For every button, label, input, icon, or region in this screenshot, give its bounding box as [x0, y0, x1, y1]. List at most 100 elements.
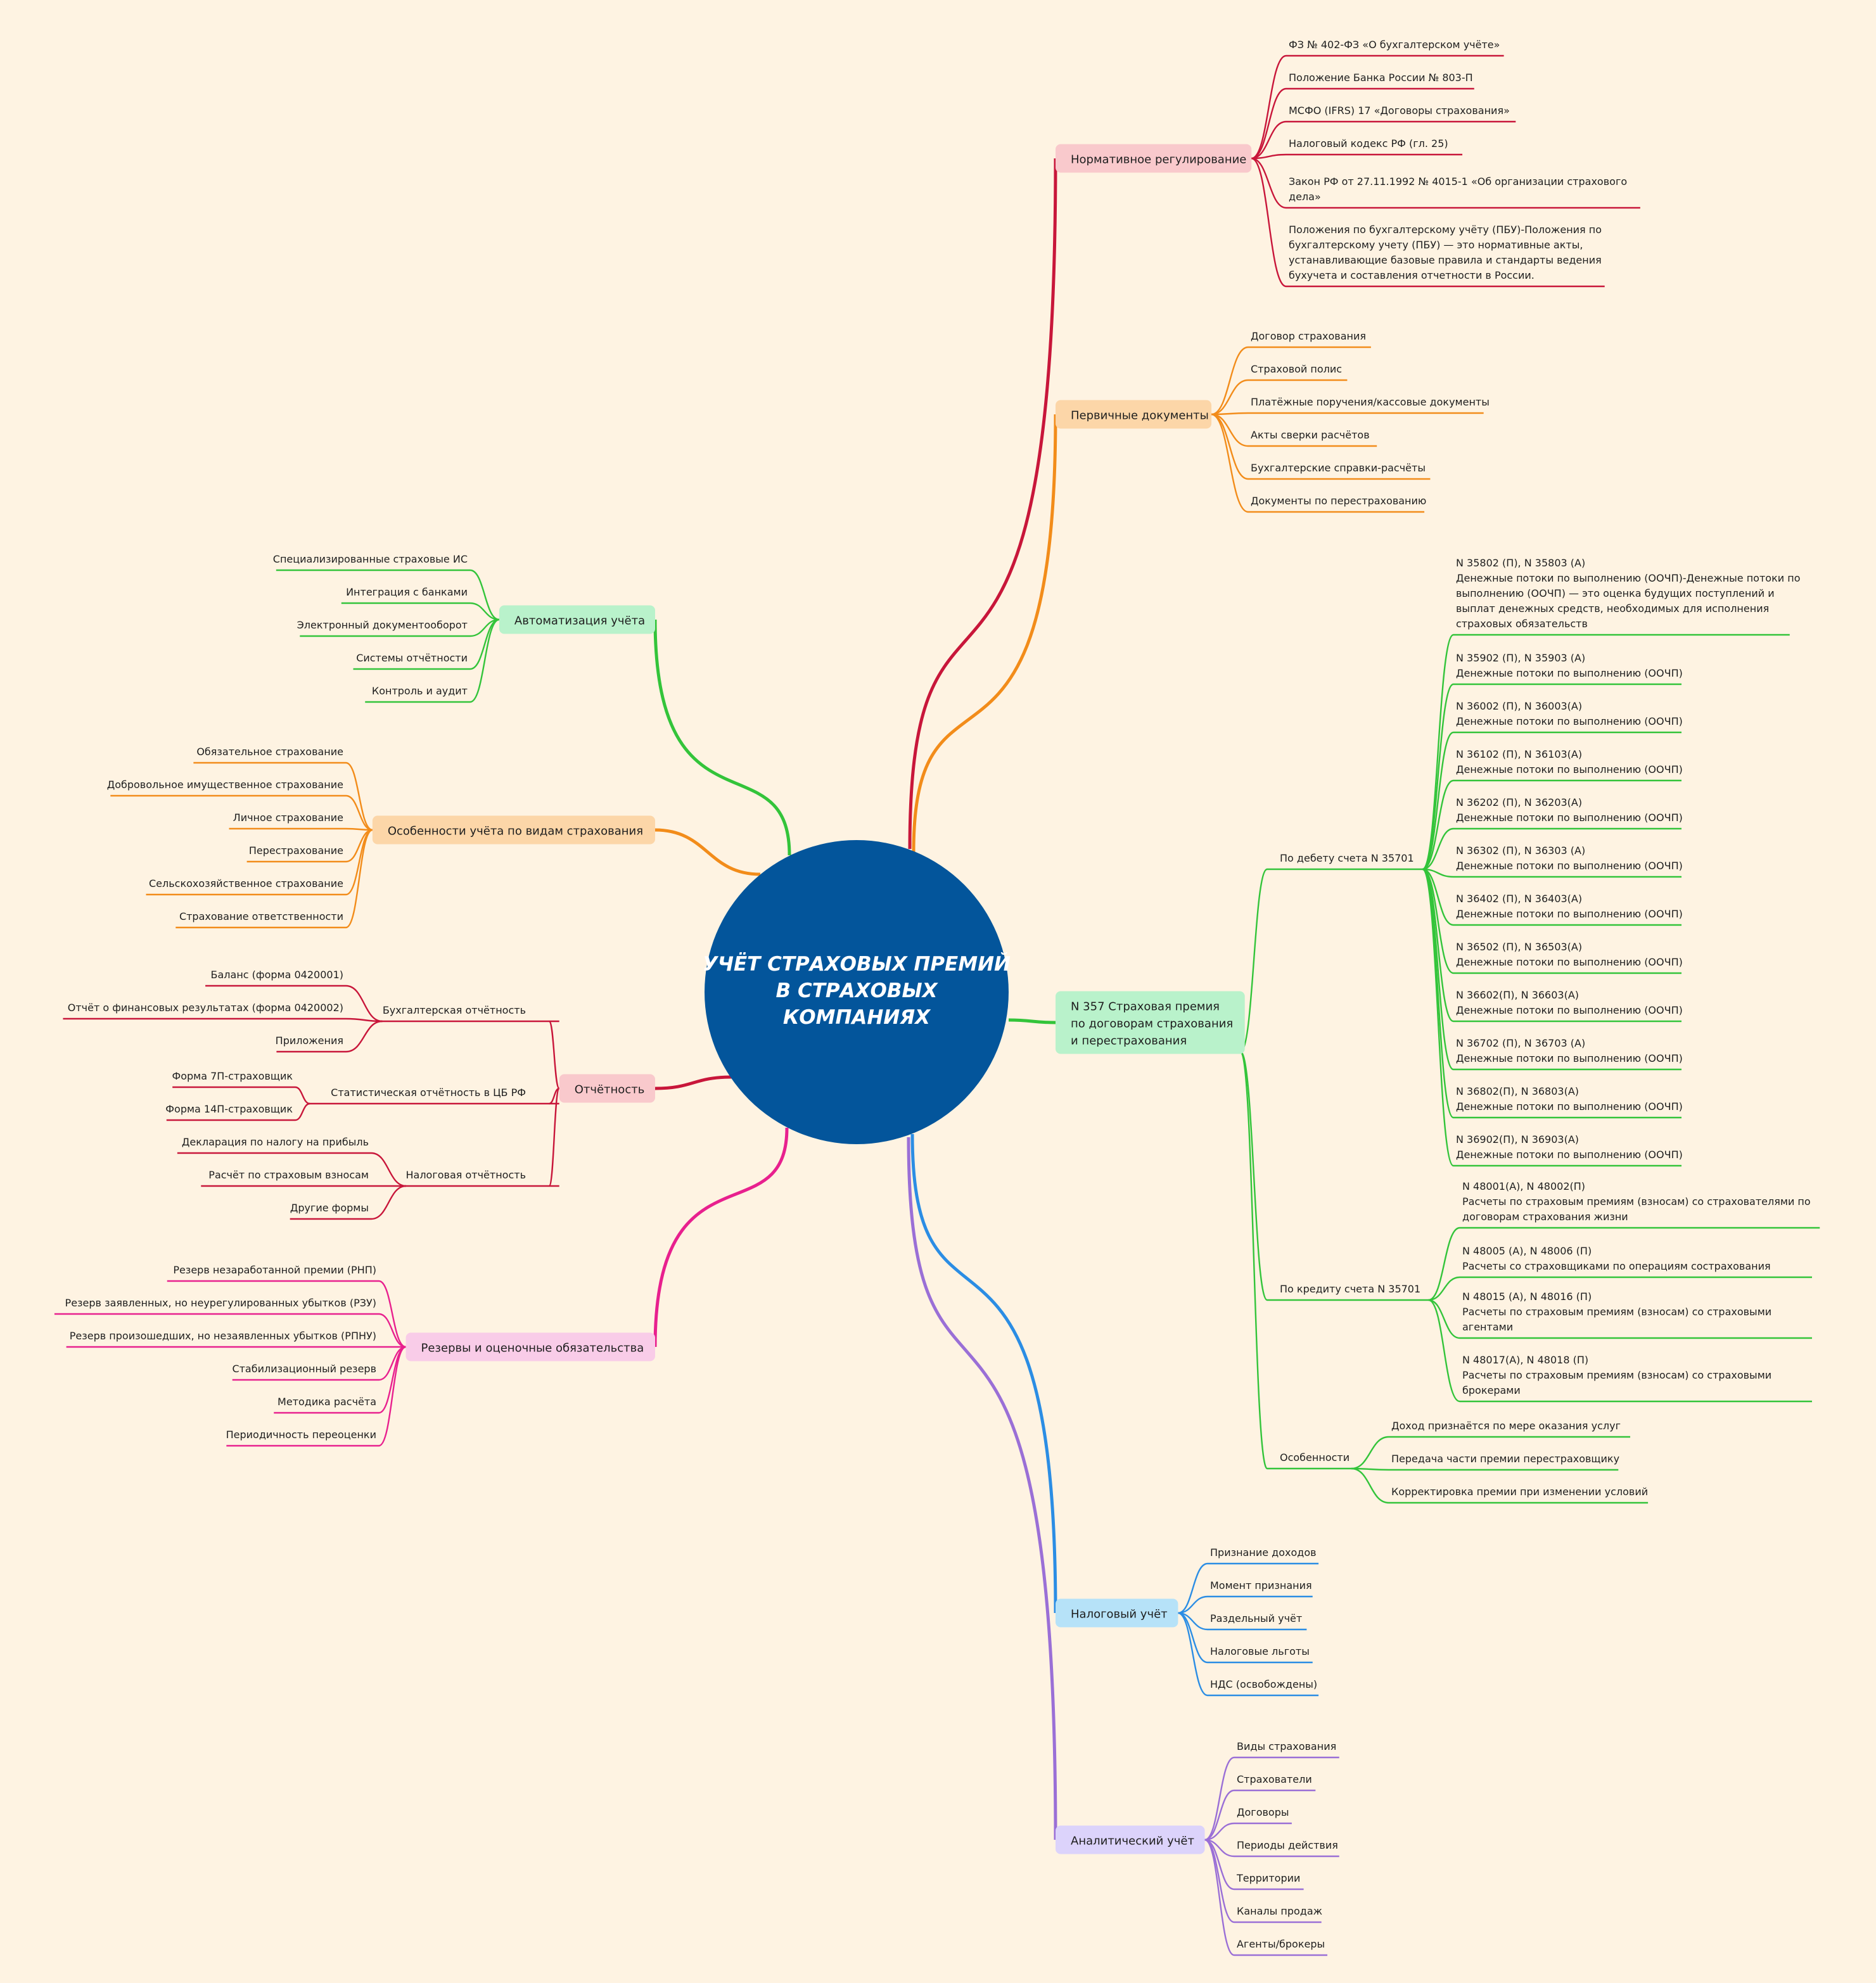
res-item[interactable]: Периодичность переоценки — [226, 1429, 379, 1447]
anal-item[interactable]: Агенты/брокеры — [1234, 1938, 1328, 1956]
tax-item[interactable]: Момент признания — [1208, 1579, 1313, 1598]
debit-item[interactable]: N 36902(П), N 36903(А)Денежные потоки по… — [1453, 1133, 1683, 1167]
anal-item[interactable]: Страхователи — [1234, 1773, 1316, 1792]
n357-group-1[interactable]: По кредиту счета N 35701 — [1267, 1283, 1429, 1301]
rep-item[interactable]: Приложения — [276, 1035, 346, 1053]
credit-item[interactable]: N 48005 (А), N 48006 (П)Расчеты со страх… — [1460, 1245, 1812, 1278]
reg-item-connector — [1251, 153, 1287, 160]
reg-item-text: бухгалтерскому учету (ПБУ) — это нормати… — [1289, 239, 1583, 251]
branch-docs[interactable]: Первичные документы — [1056, 400, 1212, 429]
credit-item[interactable]: N 48001(А), N 48002(П)Расчеты по страхов… — [1460, 1180, 1820, 1229]
rep-item[interactable]: Форма 14П-страховщик — [165, 1103, 295, 1121]
reg-item[interactable]: МСФО (IFRS) 17 «Договоры страхования» — [1286, 105, 1516, 123]
debit-item[interactable]: N 36302 (П), N 36303 (А)Денежные потоки … — [1453, 845, 1683, 878]
types-item[interactable]: Личное страхование — [229, 812, 346, 830]
anal-item[interactable]: Виды страхования — [1234, 1740, 1339, 1759]
rep-item[interactable]: Расчёт по страховым взносам — [201, 1169, 371, 1187]
branch-res[interactable]: Резервы и оценочные обязательства — [405, 1332, 655, 1361]
rep-item[interactable]: Отчёт о финансовых результатах (форма 04… — [63, 1002, 346, 1020]
docs-item[interactable]: Документы по перестрахованию — [1248, 495, 1426, 513]
credit-item-text: N 48015 (А), N 48016 (П) — [1462, 1291, 1592, 1303]
debit-item-connector — [1422, 683, 1454, 870]
res-item[interactable]: Резерв незаработанной премии (РНП) — [167, 1264, 379, 1282]
debit-item[interactable]: N 36802(П), N 36803(А)Денежные потоки по… — [1453, 1085, 1683, 1119]
docs-item[interactable]: Страховой полис — [1248, 363, 1348, 381]
anal-item[interactable]: Территории — [1234, 1872, 1304, 1891]
auto-item[interactable]: Системы отчётности — [353, 652, 470, 670]
auto-item[interactable]: Интеграция с банками — [341, 586, 470, 604]
debit-item[interactable]: N 36502 (П), N 36503(А)Денежные потоки п… — [1453, 941, 1683, 974]
types-item[interactable]: Обязательное страхование — [193, 746, 346, 764]
types-item[interactable]: Добровольное имущественное страхование — [107, 779, 346, 797]
rep-group-1[interactable]: Статистическая отчётность в ЦБ РФ — [309, 1087, 559, 1105]
anal-item[interactable]: Договоры — [1234, 1806, 1292, 1825]
docs-item[interactable]: Акты сверки расчётов — [1248, 429, 1377, 447]
rep-item[interactable]: Декларация по налогу на прибыль — [177, 1136, 371, 1154]
types-item[interactable]: Перестрахование — [246, 845, 346, 863]
anal-item[interactable]: Периоды действия — [1234, 1839, 1339, 1858]
res-item[interactable]: Стабилизационный резерв — [232, 1363, 379, 1381]
branch-anal[interactable]: Аналитический учёт — [1056, 1825, 1205, 1854]
rep-item[interactable]: Баланс (форма 0420001) — [205, 969, 346, 987]
res-item[interactable]: Методика расчёта — [274, 1396, 379, 1414]
connector-lines — [295, 54, 1460, 1956]
anal-item-text: Страхователи — [1237, 1773, 1312, 1785]
debit-item[interactable]: N 36002 (П), N 36003(А)Денежные потоки п… — [1453, 700, 1683, 734]
debit-item[interactable]: N 36202 (П), N 36203(А)Денежные потоки п… — [1453, 796, 1683, 830]
docs-item[interactable]: Договор страхования — [1248, 330, 1371, 348]
reg-item[interactable]: Налоговый кодекс РФ (гл. 25) — [1286, 137, 1463, 156]
reg-item[interactable]: Положения по бухгалтерскому учёту (ПБУ)-… — [1286, 224, 1605, 288]
tax-item[interactable]: НДС (освобождены) — [1208, 1678, 1319, 1697]
branch-anal-box — [1056, 1825, 1205, 1854]
feature-item[interactable]: Передача части премии перестраховщику — [1389, 1453, 1619, 1471]
anal-item[interactable]: Каналы продаж — [1234, 1905, 1322, 1923]
docs-item[interactable]: Бухгалтерские справки-расчёты — [1248, 462, 1431, 480]
res-item-connector — [378, 1280, 406, 1348]
auto-item[interactable]: Электронный документооборот — [297, 619, 470, 637]
types-item[interactable]: Сельскохозяйственное страхование — [146, 877, 346, 896]
reg-item-text: МСФО (IFRS) 17 «Договоры страхования» — [1289, 105, 1510, 117]
branch-tax[interactable]: Налоговый учёт — [1056, 1598, 1178, 1628]
res-item[interactable]: Резерв заявленных, но неурегулированных … — [54, 1297, 379, 1315]
debit-item[interactable]: N 36102 (П), N 36103(А)Денежные потоки п… — [1453, 748, 1683, 782]
debit-item[interactable]: N 36702 (П), N 36703 (А)Денежные потоки … — [1453, 1037, 1683, 1071]
auto-item[interactable]: Контроль и аудит — [365, 685, 470, 703]
central-topic[interactable]: УЧЁТ СТРАХОВЫХ ПРЕМИЙ В СТРАХОВЫХ КОМПАН… — [703, 840, 1011, 1144]
debit-item[interactable]: N 35902 (П), N 35903 (А)Денежные потоки … — [1453, 652, 1683, 685]
types-item[interactable]: Страхование ответственности — [175, 910, 346, 929]
branch-types[interactable]: Особенности учёта по видам страхования — [372, 815, 655, 845]
n357-group-0[interactable]: По дебету счета N 35701 — [1267, 852, 1423, 870]
branch-rep[interactable]: Отчётность — [559, 1074, 655, 1103]
debit-item-text: N 36202 (П), N 36203(А) — [1456, 796, 1582, 808]
rep-group-0[interactable]: Бухгалтерская отчётность — [381, 1004, 559, 1023]
credit-item[interactable]: N 48015 (А), N 48016 (П)Расчеты по страх… — [1460, 1291, 1812, 1339]
debit-item[interactable]: N 36402 (П), N 36403(А)Денежные потоки п… — [1453, 893, 1683, 926]
branch-auto[interactable]: Автоматизация учёта — [499, 605, 655, 634]
debit-item-text: N 36702 (П), N 36703 (А) — [1456, 1037, 1585, 1049]
n357-group-2[interactable]: Особенности — [1267, 1451, 1351, 1470]
reg-item[interactable]: Закон РФ от 27.11.1992 № 4015-1 «Об орга… — [1286, 175, 1640, 209]
credit-item[interactable]: N 48017(А), N 48018 (П)Расчеты по страхо… — [1460, 1354, 1812, 1403]
auto-item[interactable]: Специализированные страховые ИС — [273, 553, 470, 571]
docs-item[interactable]: Платёжные поручения/кассовые документы — [1248, 396, 1490, 414]
rep-item[interactable]: Другие формы — [290, 1202, 371, 1220]
tax-item[interactable]: Раздельный учёт — [1208, 1612, 1307, 1631]
reg-item[interactable]: ФЗ № 402-ФЗ «О бухгалтерском учёте» — [1286, 39, 1504, 57]
rep-group-2[interactable]: Налоговая отчётность — [404, 1169, 559, 1187]
anal-item-connector — [1204, 1839, 1235, 1956]
feature-item[interactable]: Доход признаётся по мере оказания услуг — [1389, 1420, 1631, 1438]
debit-item[interactable]: N 36602(П), N 36603(А)Денежные потоки по… — [1453, 989, 1683, 1023]
debit-item[interactable]: N 35802 (П), N 35803 (А)Денежные потоки … — [1453, 557, 1800, 636]
branch-reg[interactable]: Нормативное регулирование — [1056, 144, 1252, 173]
edge-types — [654, 828, 761, 876]
tax-item[interactable]: Признание доходов — [1208, 1546, 1319, 1565]
debit-item-text: Денежные потоки по выполнению (ООЧП)-Ден… — [1456, 572, 1800, 584]
res-item[interactable]: Резерв произошедших, но незаявленных убы… — [66, 1330, 379, 1348]
tax-item[interactable]: Налоговые льготы — [1208, 1645, 1313, 1664]
branch-rep-label: Отчётность — [575, 1083, 645, 1097]
reg-item[interactable]: Положение Банка России № 803-П — [1286, 72, 1474, 90]
feature-item[interactable]: Корректировка премии при изменении услов… — [1389, 1486, 1649, 1504]
rep-item[interactable]: Форма 7П-страховщик — [172, 1070, 295, 1088]
